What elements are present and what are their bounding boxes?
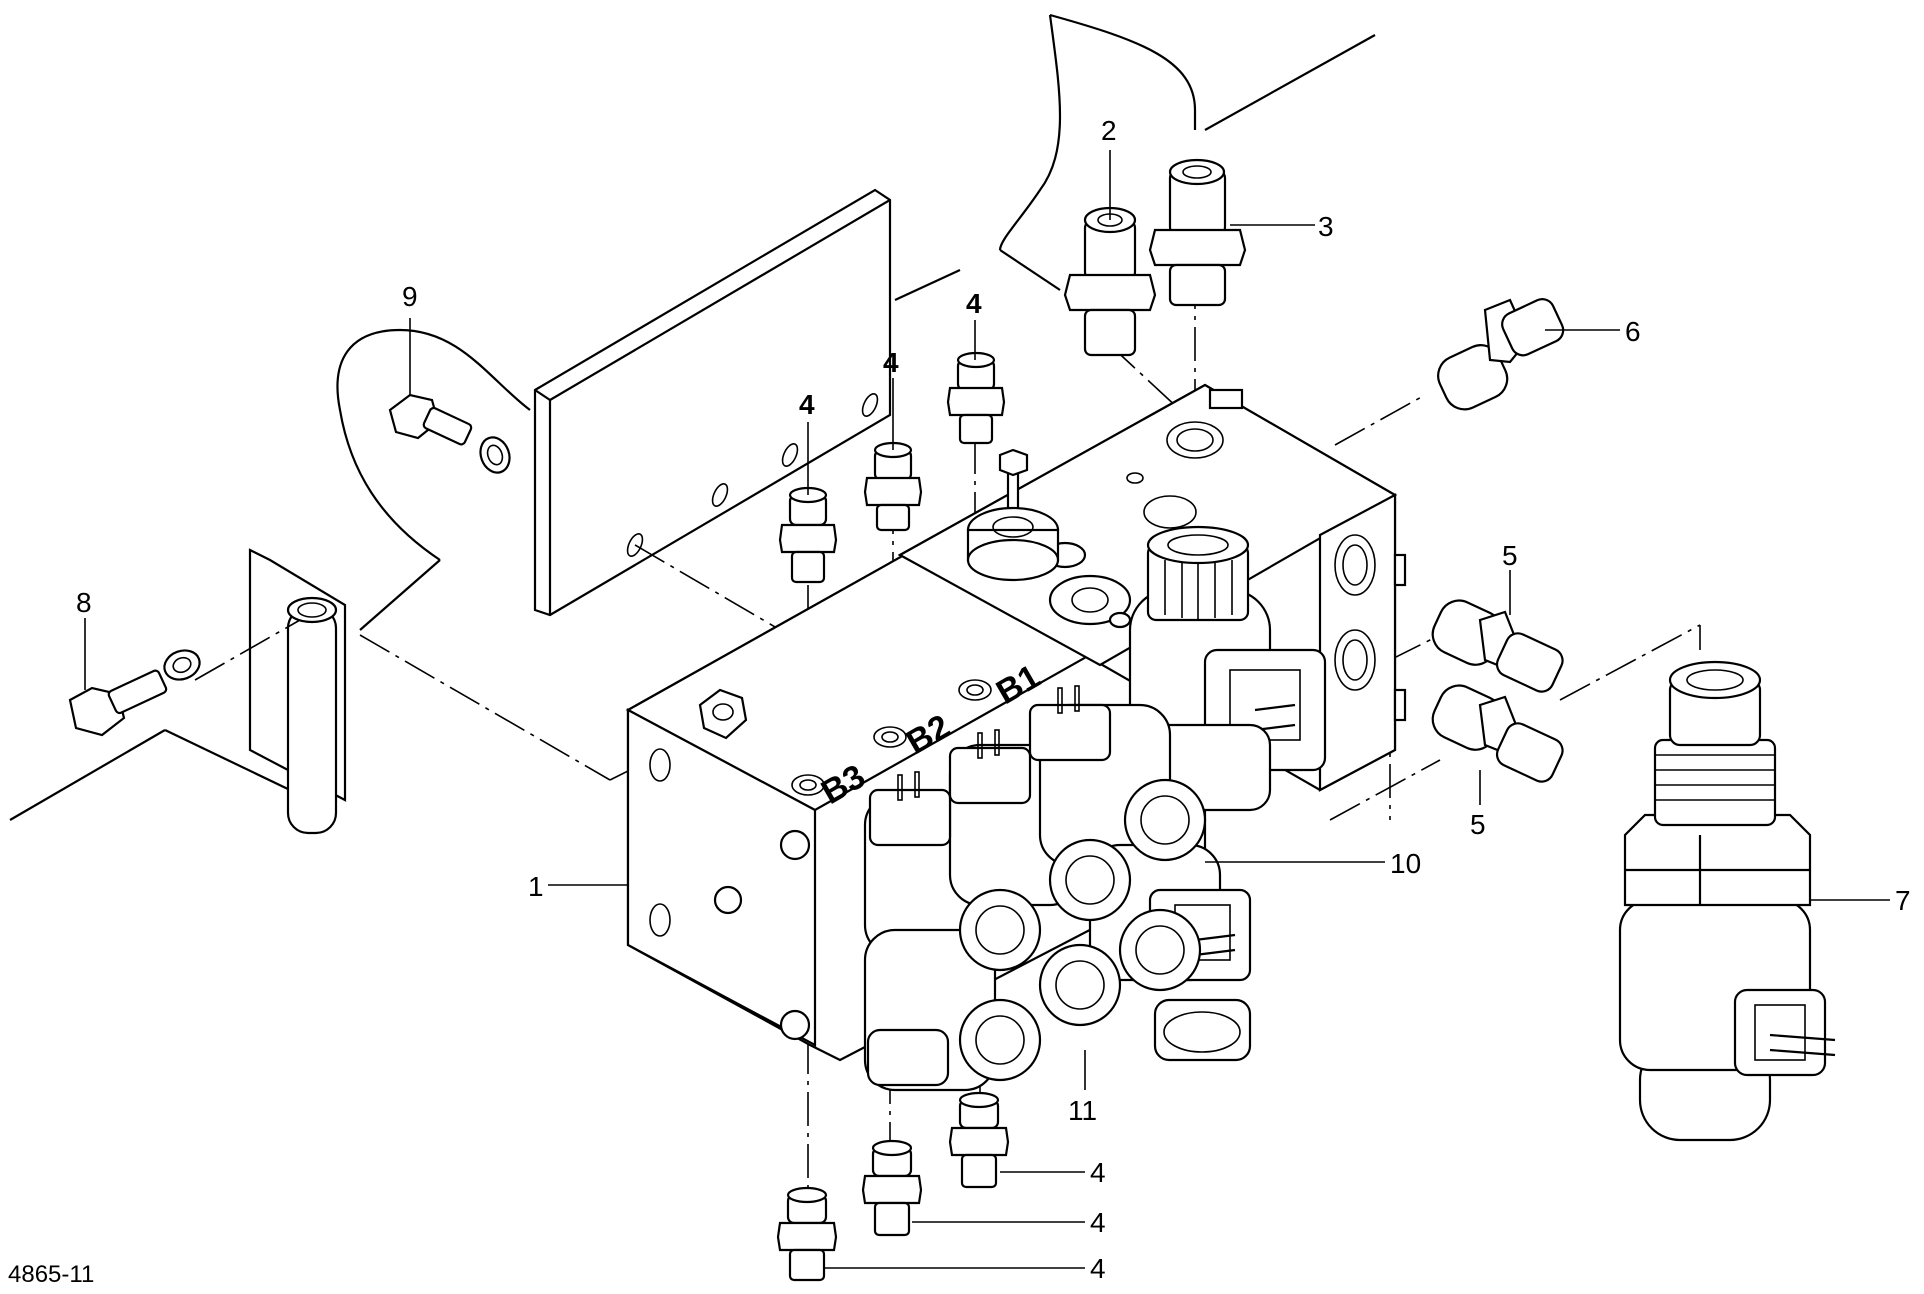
frame-outline — [9, 13, 1376, 821]
callout-3: 3 — [1318, 211, 1334, 242]
tube-bracket — [248, 548, 347, 835]
callout-1: 1 — [528, 871, 544, 902]
bolt-9 — [388, 393, 511, 474]
fitting-2 — [1063, 206, 1157, 357]
callout-6: 6 — [1625, 316, 1641, 347]
bolt-8 — [68, 649, 201, 737]
figure-id: 4865-11 — [8, 1261, 94, 1288]
callout-7: 7 — [1895, 885, 1911, 916]
callout-4: 4 — [1090, 1253, 1106, 1284]
callout-4: 4 — [1090, 1207, 1106, 1238]
fitting-5-lower — [1431, 684, 1564, 783]
fitting-5-upper — [1431, 599, 1564, 693]
callout-5: 5 — [1502, 540, 1518, 571]
callout-2: 2 — [1101, 115, 1117, 146]
callout-numbers: 1 2 3 4 4 4 4 4 4 5 5 6 7 8 9 10 11 — [76, 115, 1911, 1284]
adjust-screw — [966, 448, 1060, 582]
nipple-4-top — [778, 351, 1006, 584]
fitting-6 — [1437, 298, 1565, 411]
solenoid-bank — [863, 685, 1252, 1092]
callout-10: 10 — [1390, 848, 1421, 879]
callout-11: 11 — [1068, 1095, 1097, 1126]
callout-4: 4 — [966, 288, 982, 319]
callout-4: 4 — [883, 347, 899, 378]
callout-4: 4 — [799, 389, 815, 420]
callout-9: 9 — [402, 281, 418, 312]
callout-8: 8 — [76, 587, 92, 618]
leader-lines — [84, 150, 1890, 1269]
callout-4: 4 — [1090, 1157, 1106, 1188]
fitting-3 — [1148, 158, 1247, 307]
callout-5: 5 — [1470, 809, 1486, 840]
nipple-4-bottom — [776, 1091, 1010, 1282]
mounting-plate — [533, 188, 892, 617]
cartridge-valve-7 — [1618, 660, 1836, 1142]
